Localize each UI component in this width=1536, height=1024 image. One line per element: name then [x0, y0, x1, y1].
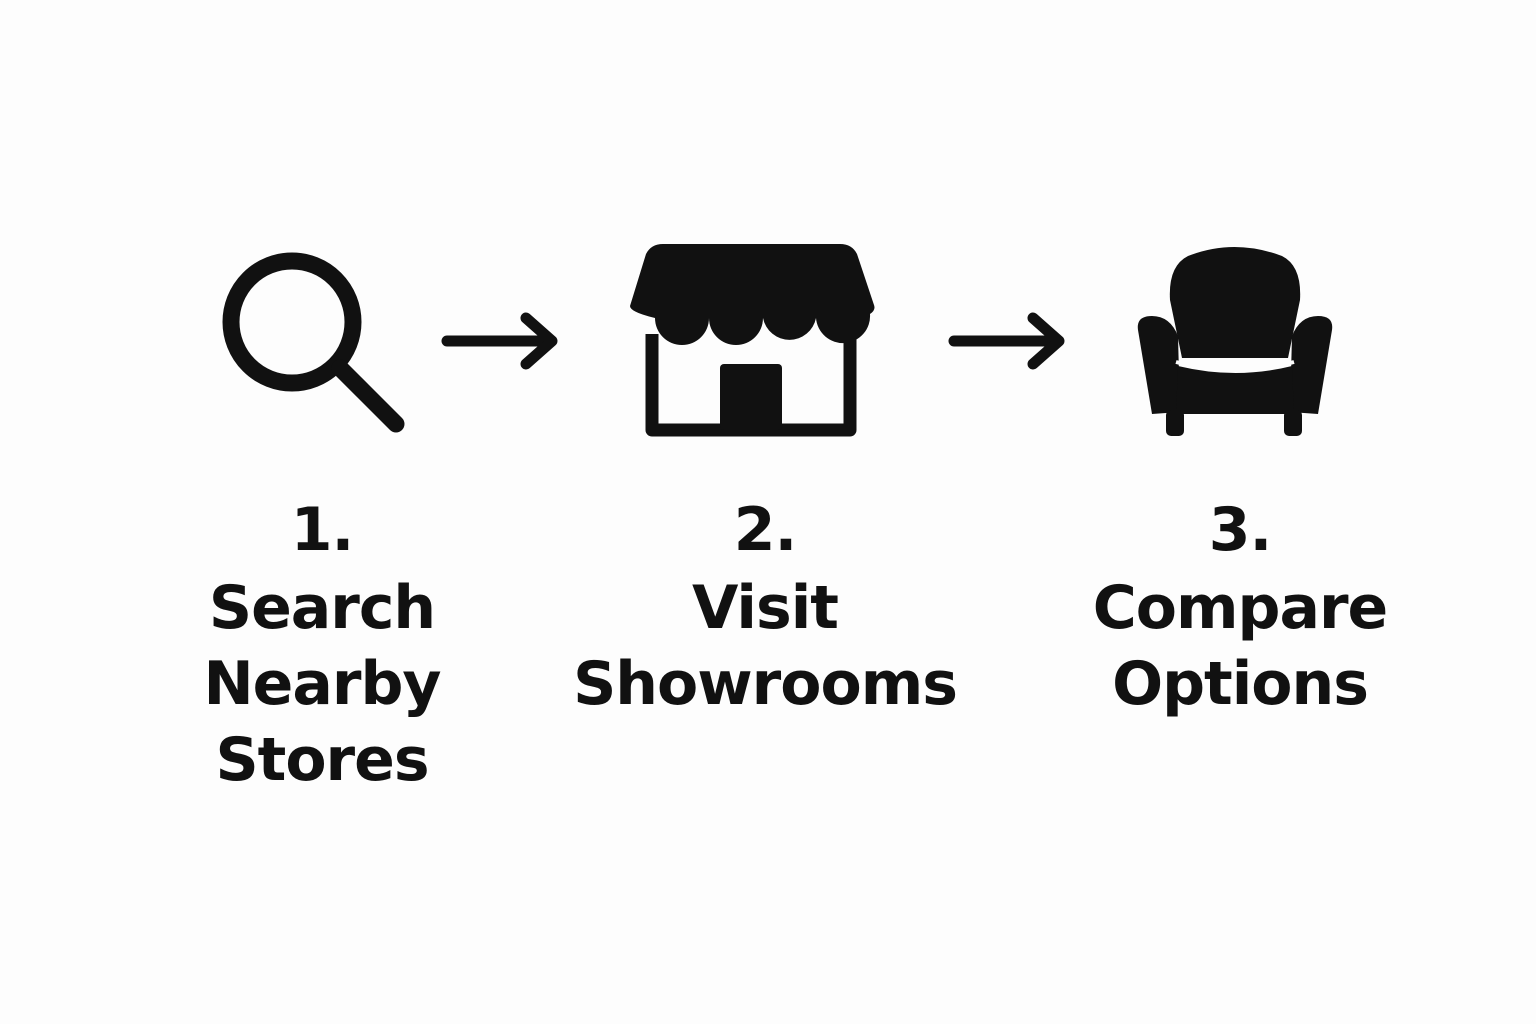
step-label-line: Showrooms	[573, 649, 958, 719]
step-label-line: Stores	[215, 725, 429, 795]
step-label-line: Compare	[1092, 573, 1389, 643]
armchair-icon	[1137, 247, 1333, 436]
step-2: 2. Visit Showrooms	[550, 492, 980, 722]
step-label-line: Options	[1112, 649, 1369, 719]
storefront-icon	[630, 244, 875, 437]
step-label-line: Search	[208, 573, 436, 643]
step-number: 1.	[290, 495, 355, 565]
step-1: 1. Search Nearby Stores	[122, 492, 522, 798]
step-label-line: Nearby	[203, 649, 441, 719]
magnifying-glass-icon	[222, 252, 405, 433]
step-number: 2.	[733, 495, 798, 565]
arrow-right-icon	[948, 312, 1065, 370]
arrow-right-icon	[441, 312, 558, 370]
step-label-line: Visit	[692, 573, 839, 643]
step-3: 3. Compare Options	[1040, 492, 1440, 722]
step-number: 3.	[1208, 495, 1273, 565]
